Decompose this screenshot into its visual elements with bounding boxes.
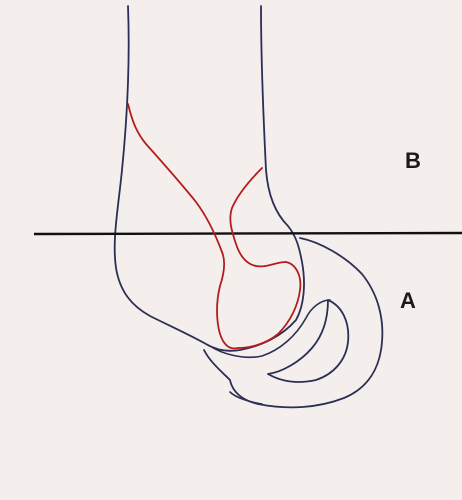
region-label-a: A [400,290,416,312]
reference-line [34,233,462,234]
bone-outline [115,6,304,351]
fracture-line-right [230,168,300,348]
lower-bone-base [230,392,262,404]
region-label-b: B [405,150,421,172]
crescent-cavity [268,300,348,382]
